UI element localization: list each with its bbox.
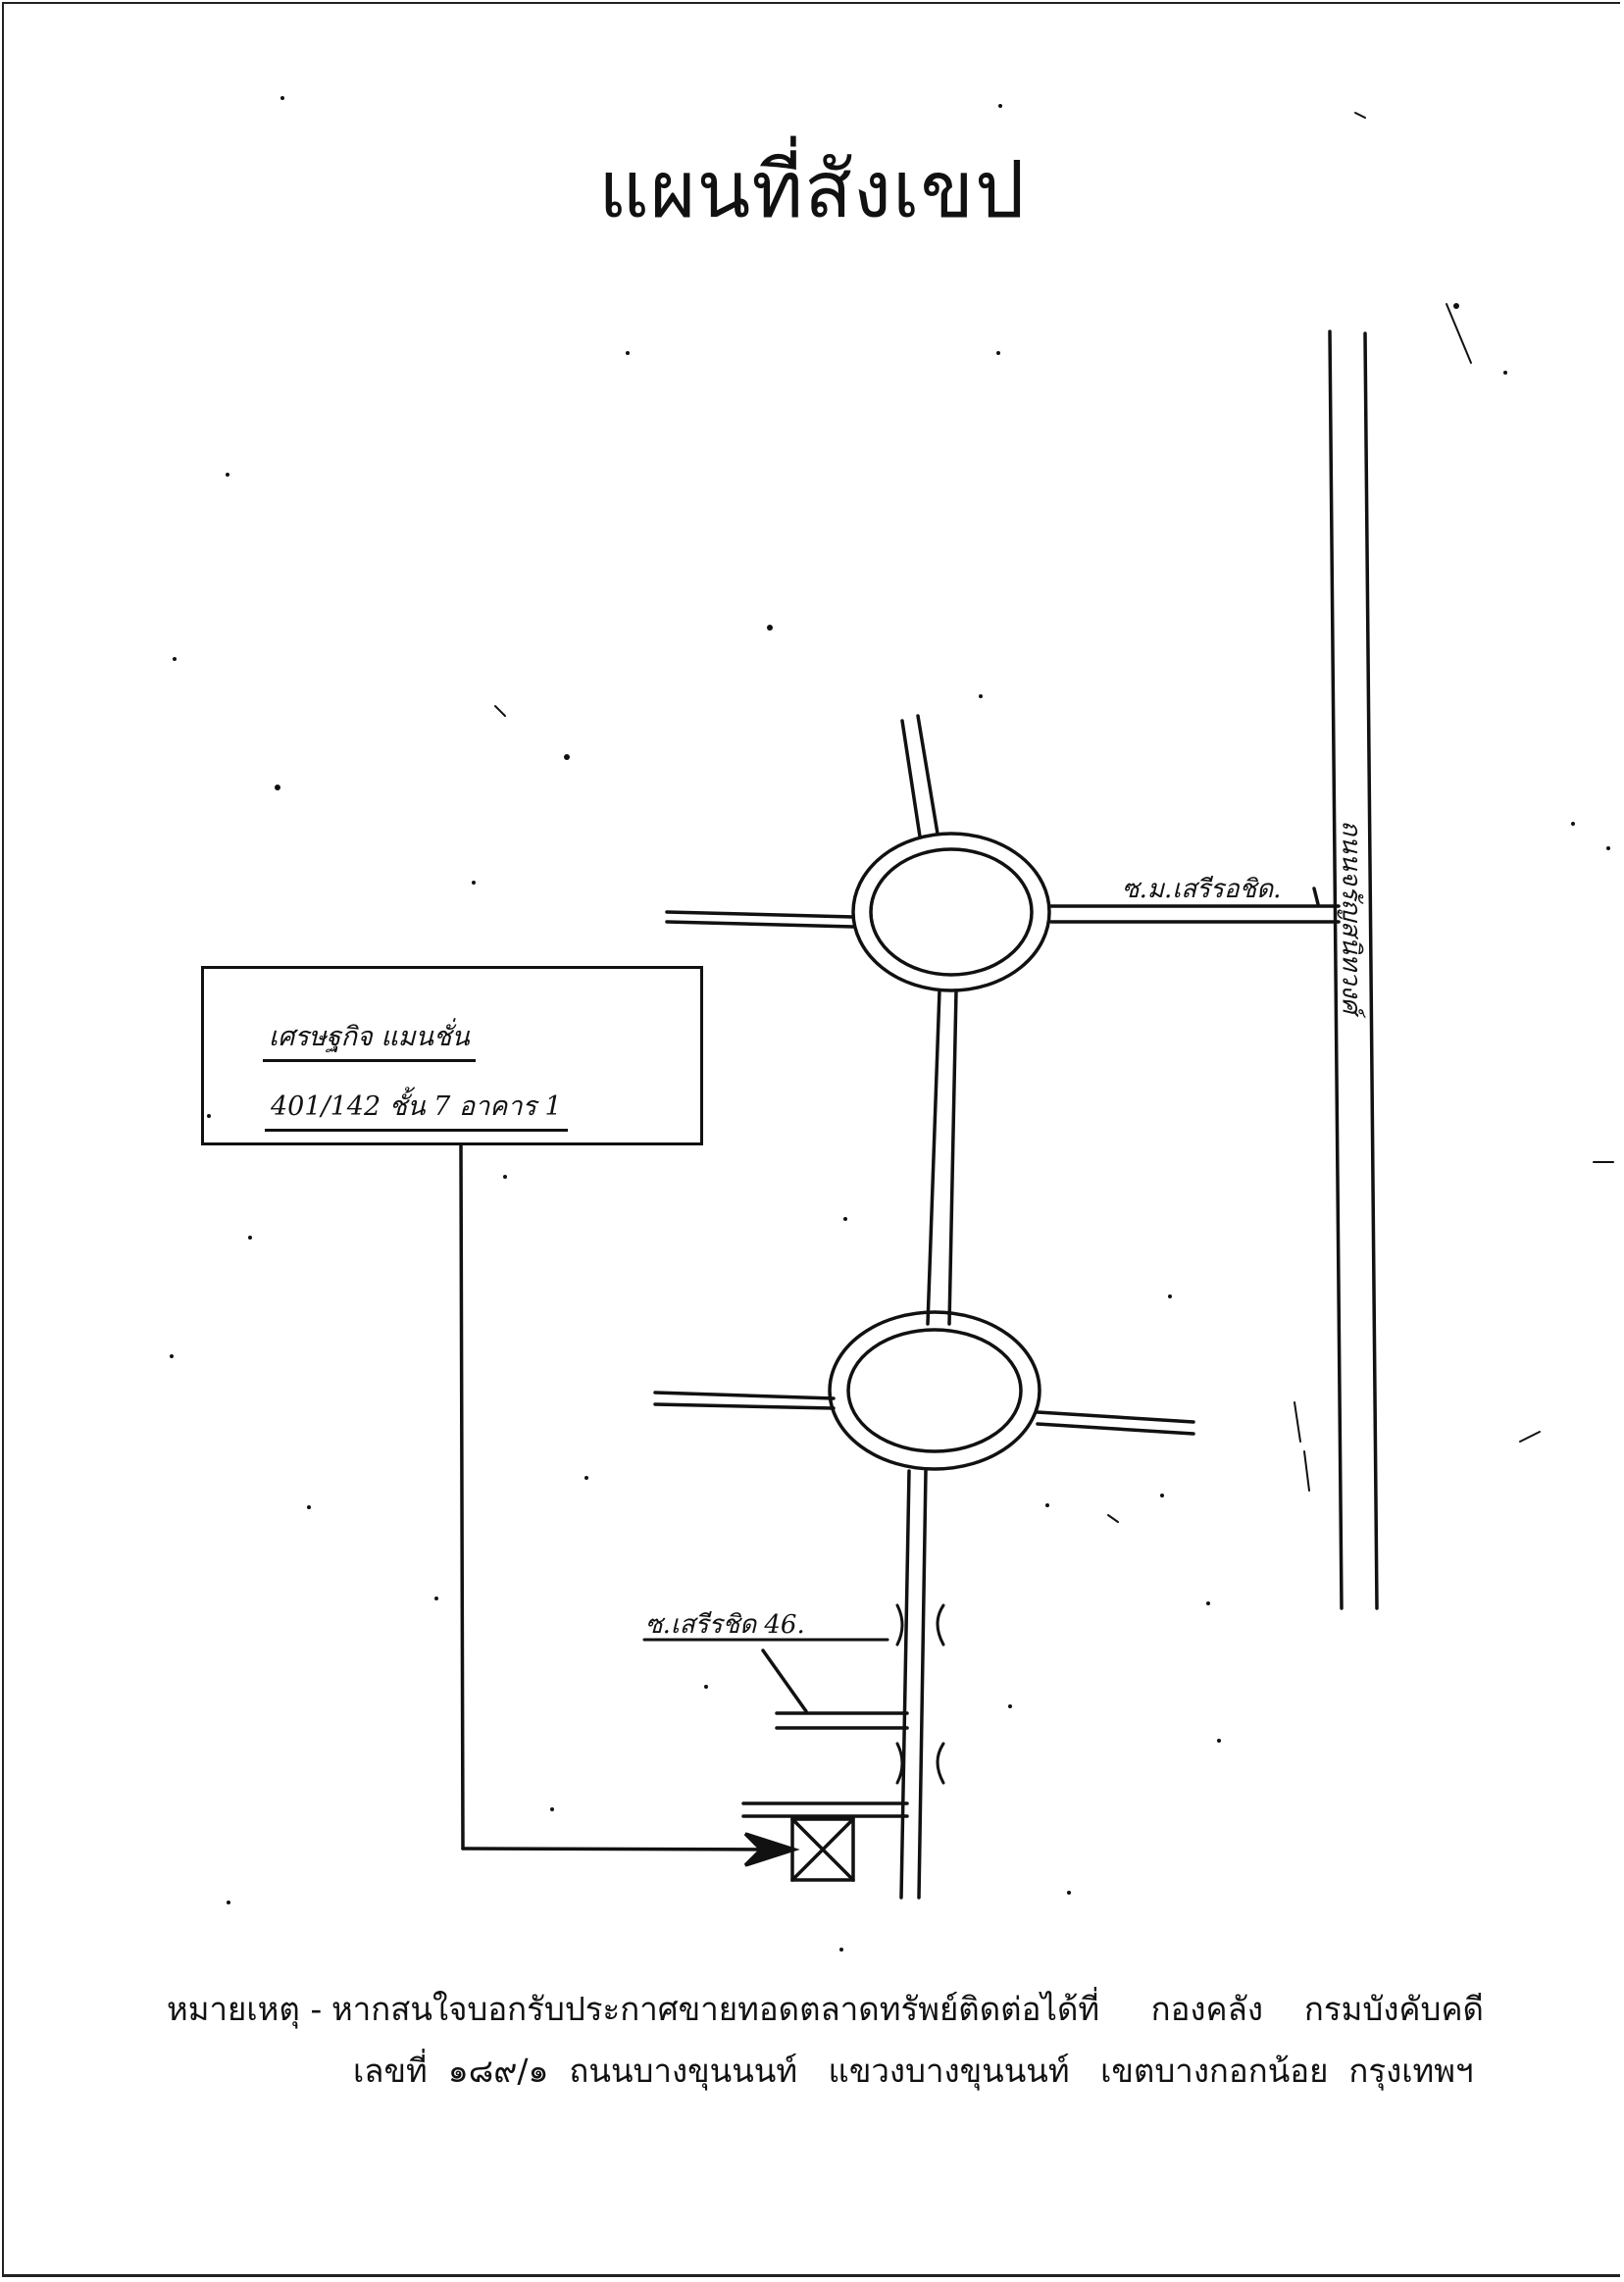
footer-note-line1: หากสนใจบอกรับประกาศขายทอดตลาดทรัพย์ติดต่… <box>331 1990 1484 2028</box>
address-box: เศรษฐกิจ แมนชั่น 401/142 ชั้น 7 อาคาร 1 <box>201 966 703 1145</box>
south-road <box>899 1469 928 1900</box>
east-road-lower <box>1036 1410 1195 1436</box>
soi-lower-label: ซ.เสรีรชิด 46. <box>645 1610 805 1640</box>
connector-road <box>926 989 958 1326</box>
pointer-line <box>459 1143 800 1867</box>
target-building-marker <box>790 1817 855 1882</box>
main-road-label: ถนนจรัญสนิทวงศ์ <box>1336 820 1366 1014</box>
target-side-road <box>741 1801 909 1818</box>
upper-roundabout <box>851 832 1051 992</box>
soi-upper-label: ซ.ม.เสรีรอชิด. <box>1122 875 1282 904</box>
footer-note-label: หมายเหตุ - <box>167 1990 323 2028</box>
page-title: แผนที่สังเขป <box>598 144 1026 235</box>
footer-note-line2: เลขที่ ๑๘๙/๑ ถนนบางขุนนนท์ แขวงบางขุนนนท… <box>353 2052 1474 2090</box>
west-road-lower <box>653 1391 836 1410</box>
north-road <box>900 714 939 838</box>
address-building-name: เศรษฐกิจ แมนชั่น <box>263 1015 476 1062</box>
soi-46-road <box>761 1648 909 1730</box>
scan-specks <box>170 96 1610 1952</box>
west-road-upper <box>665 910 855 929</box>
soi-upper-road <box>1049 887 1341 924</box>
bracket-marks <box>895 1603 945 1785</box>
address-unit: 401/142 ชั้น 7 อาคาร 1 <box>265 1085 568 1132</box>
lower-roundabout <box>828 1310 1041 1471</box>
main-road <box>1328 330 1379 1610</box>
scan-dashes <box>494 112 1614 1523</box>
